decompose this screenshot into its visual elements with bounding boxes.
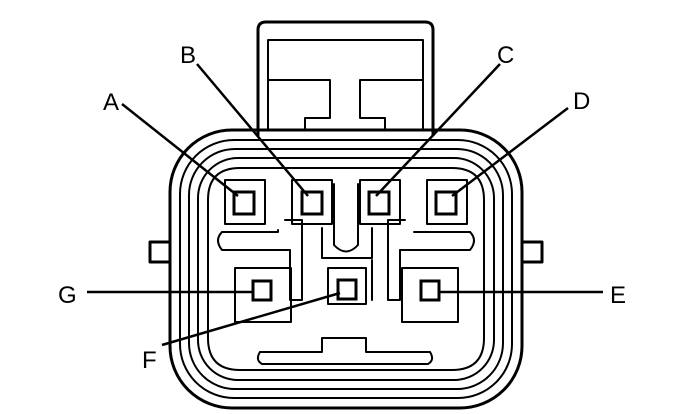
- label-b: B: [180, 42, 196, 69]
- cavity-g: [234, 267, 292, 323]
- leader-f: [161, 291, 341, 347]
- pin-b: [300, 190, 324, 216]
- cavity-f: [327, 267, 367, 305]
- label-c: C: [497, 42, 514, 69]
- leader-c: [375, 63, 501, 197]
- pin-d: [434, 190, 458, 216]
- left-ear: [148, 240, 172, 264]
- label-a: A: [103, 89, 119, 116]
- leader-d: [451, 107, 569, 197]
- pin-a: [232, 190, 256, 216]
- right-ear: [520, 240, 544, 264]
- connector-housing: [168, 128, 524, 410]
- label-e: E: [610, 282, 626, 309]
- cavity-c: [359, 179, 401, 225]
- pin-c: [367, 190, 391, 216]
- label-f: F: [142, 347, 157, 374]
- pin-f: [336, 278, 358, 301]
- cavity-a: [224, 179, 266, 225]
- cavity-b: [291, 179, 333, 225]
- leader-a: [121, 103, 239, 197]
- cavity-e: [401, 267, 459, 323]
- label-g: G: [58, 282, 77, 309]
- label-d: D: [573, 88, 590, 115]
- leader-b: [196, 63, 309, 197]
- locking-tab: [256, 20, 435, 137]
- pin-g: [251, 279, 273, 302]
- pin-e: [419, 279, 441, 302]
- cavity-d: [426, 179, 468, 225]
